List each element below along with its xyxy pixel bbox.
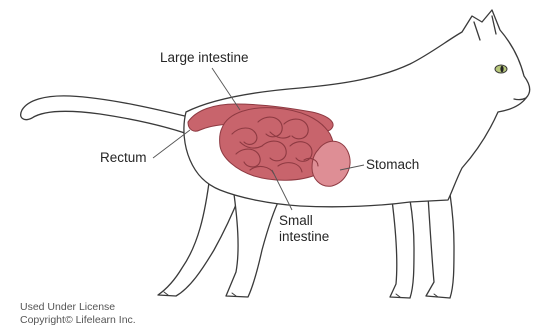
cat-tail xyxy=(21,96,193,134)
label-rectum: Rectum xyxy=(100,150,147,166)
cat-pupil xyxy=(500,66,503,72)
credit-license: Used Under License xyxy=(20,301,115,313)
label-large-intestine: Large intestine xyxy=(160,50,249,66)
cat-front-leg-near xyxy=(426,194,454,298)
credit-copyright: Copyright© Lifelearn Inc. xyxy=(20,314,136,326)
label-stomach: Stomach xyxy=(366,157,419,173)
label-small-intestine-line2: intestine xyxy=(279,229,329,245)
leader-rectum xyxy=(153,130,190,158)
label-small-intestine-line1: Small xyxy=(279,213,329,229)
label-small-intestine: Small intestine xyxy=(279,213,329,245)
cat-front-leg-far xyxy=(390,200,414,298)
